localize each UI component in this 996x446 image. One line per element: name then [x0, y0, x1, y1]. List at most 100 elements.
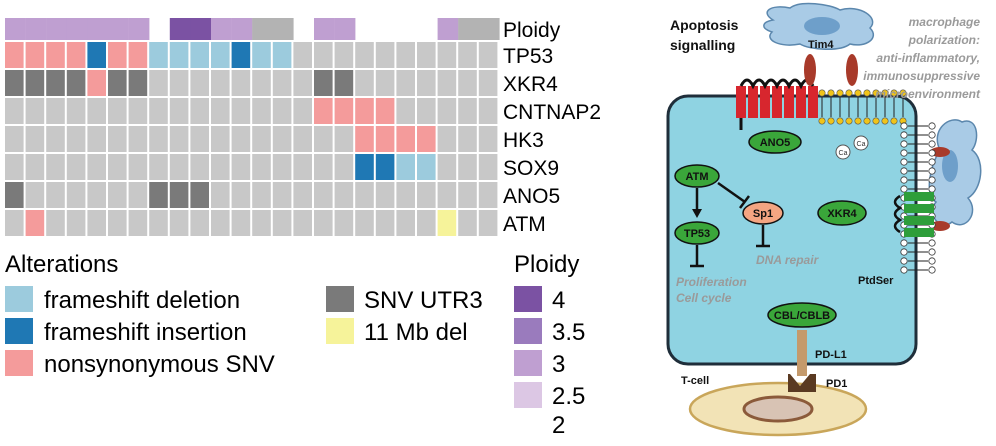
oncoprint-cell [66, 126, 86, 152]
oncoprint-cell [108, 98, 127, 124]
oncoprint-cell [149, 154, 168, 180]
ptdser-label: PtdSer [858, 275, 894, 287]
oncoprint-cell [25, 182, 45, 208]
oncoprint-cell [25, 210, 45, 236]
lipid-head [854, 89, 862, 97]
dna-repair-label: DNA repair [756, 253, 820, 267]
oncoprint-cell [149, 210, 168, 236]
oncoprint-cell [5, 182, 24, 208]
oncoprint-cell [417, 42, 436, 68]
oncoprint-cell [272, 154, 292, 180]
macrophage: Tim4 [763, 2, 875, 86]
oncoprint-cell [169, 42, 189, 68]
oncoprint-cell [437, 98, 457, 124]
oncoprint-cell [293, 182, 312, 208]
lipid-head [900, 158, 908, 166]
oncoprint-cell [355, 210, 374, 236]
oncoprint-cell [211, 42, 230, 68]
oncoprint-cell [231, 154, 251, 180]
gene-label: ATM [503, 213, 546, 236]
oncoprint-cell [458, 98, 477, 124]
oncoprint-cell [437, 154, 457, 180]
oncoprint-cell [108, 70, 127, 96]
oncoprint-cell [458, 70, 477, 96]
oncoprint-cell [66, 42, 86, 68]
oncoprint-cell [293, 210, 312, 236]
legend-label-11mb-del: 11 Mb del [364, 319, 468, 346]
oncoprint-cell [314, 126, 333, 152]
lipid-head [900, 185, 908, 193]
cell-cycle-label: Cell cycle [676, 291, 732, 305]
oncoprint-cell [46, 126, 65, 152]
oncoprint-cell [375, 182, 395, 208]
oncoprint-cell [417, 210, 436, 236]
oncoprint-cell [437, 182, 457, 208]
oncoprint-cell [355, 154, 374, 180]
lipid-head [928, 158, 936, 166]
oncoprint-cell [128, 154, 148, 180]
ploidy-cell [272, 18, 294, 40]
oncoprint-cell [87, 98, 106, 124]
oncoprint-cell [66, 210, 86, 236]
pd1-label: PD1 [826, 378, 847, 390]
lipid-head [872, 117, 880, 125]
oncoprint-cell [375, 42, 395, 68]
t-cell: T-cell [681, 375, 868, 437]
oncoprint-cell [314, 210, 333, 236]
lipid-head [900, 248, 908, 256]
macrophage-note-2: polarization: [908, 33, 980, 47]
lipid-head [900, 131, 908, 139]
cbl-cblb-node [767, 302, 837, 328]
oncoprint-cell [293, 70, 312, 96]
oncoprint-cell [252, 42, 271, 68]
oncoprint-cell [5, 210, 24, 236]
oncoprint-cell [46, 182, 65, 208]
oncoprint-cell [46, 70, 65, 96]
calcium-label-2: Ca [857, 141, 866, 148]
oncoprint-cell [334, 210, 354, 236]
oncoprint-cell [66, 154, 86, 180]
ploidy-cell [25, 18, 47, 40]
xkr4-transporter [893, 192, 934, 237]
ploidy-cell [252, 18, 273, 40]
oncoprint-cell [25, 154, 45, 180]
oncoprint-cell [437, 210, 457, 236]
oncoprint-cell [272, 70, 292, 96]
oncoprint-cell [458, 42, 477, 68]
calcium-label-1: Ca [839, 150, 848, 157]
legend-label-frameshift-deletion: frameshift deletion [44, 287, 240, 314]
ploidy-label-2: 2 [552, 412, 565, 439]
oncoprint-cell [252, 182, 271, 208]
legend: Alterations frameshift deletion frameshi… [5, 251, 585, 439]
oncoprint-cell [231, 98, 251, 124]
oncoprint-cell [396, 154, 415, 180]
oncoprint-cell [46, 42, 65, 68]
lipid-head [900, 239, 908, 247]
ploidy-cell [128, 18, 150, 40]
oncoprint-cell [190, 70, 209, 96]
oncoprint-cell [87, 42, 106, 68]
oncoprint-cell [108, 154, 127, 180]
oncoprint-cell [66, 70, 86, 96]
tim4-receptor-2 [846, 54, 858, 86]
lipid-head [928, 131, 936, 139]
lipid-head [890, 117, 898, 125]
oncoprint-cell [231, 126, 251, 152]
ploidy-cell [46, 18, 67, 40]
oncoprint-cell [149, 98, 168, 124]
oncoprint-cell [190, 154, 209, 180]
macrophage-note-5: microenvironment [875, 87, 981, 101]
lipid-head [928, 185, 936, 193]
oncoprint-cell [128, 42, 148, 68]
tim4-receptor-1 [804, 54, 816, 86]
gene-label: XKR4 [503, 73, 558, 96]
oncoprint-cell [108, 182, 127, 208]
lipid-head [818, 89, 826, 97]
lipid-head [818, 117, 826, 125]
oncoprint-cell [211, 210, 230, 236]
lipid-head [872, 89, 880, 97]
ploidy-swatch-3 [514, 350, 542, 376]
apoptosis-receptor [736, 78, 818, 130]
legend-swatch-snv-utr3 [326, 286, 354, 312]
